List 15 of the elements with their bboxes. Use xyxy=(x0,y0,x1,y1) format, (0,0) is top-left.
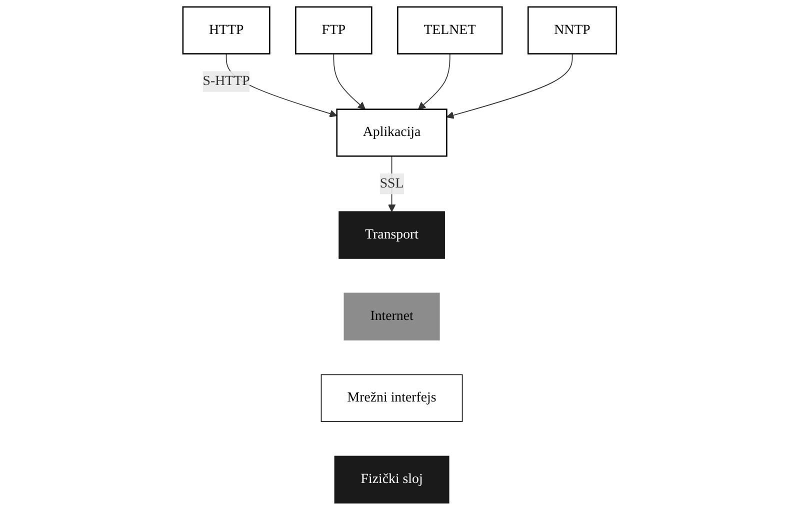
node-box: TELNET xyxy=(396,6,503,54)
node-box: NNTP xyxy=(527,6,617,54)
arrow xyxy=(446,53,573,119)
node-box: HTTP xyxy=(182,6,270,54)
edge-label: S-HTTP xyxy=(202,74,250,88)
node-box: Aplikacija xyxy=(336,108,448,157)
node-box: Transport xyxy=(338,211,445,259)
arrow xyxy=(388,156,396,212)
edge-label: SSL xyxy=(380,176,404,191)
arrow xyxy=(418,53,450,110)
node-box: Mrežni interfejs xyxy=(320,374,463,422)
node-box: FTP xyxy=(294,6,372,54)
node-box: Fizički sloj xyxy=(334,456,450,504)
node-box: Internet xyxy=(344,292,440,340)
arrow xyxy=(333,53,366,110)
